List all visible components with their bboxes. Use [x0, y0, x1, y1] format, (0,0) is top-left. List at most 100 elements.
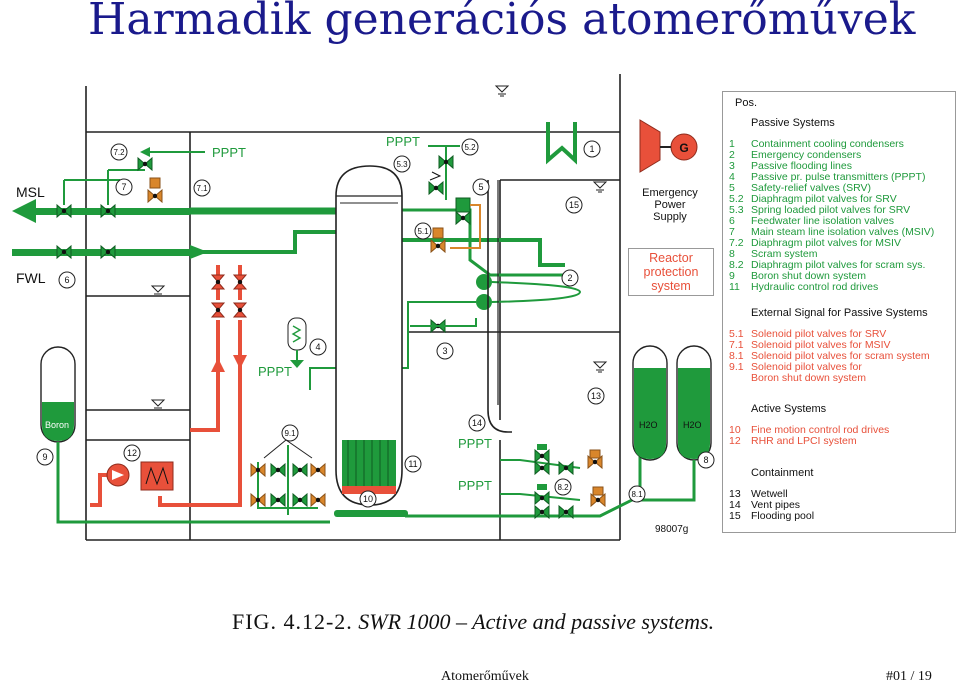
generator-label: G — [679, 141, 688, 155]
legend-item-number: 8.2 — [729, 259, 744, 271]
scram-valve-icon — [558, 461, 574, 475]
callout-label: 9.1 — [284, 429, 296, 438]
callout-label: 8 — [703, 455, 708, 465]
legend-item-number: 5.3 — [729, 204, 744, 216]
callout-circle — [309, 338, 327, 356]
pilot-valve-icon — [137, 157, 153, 171]
callout-circle — [583, 140, 601, 158]
pppt-label: PPPT — [386, 134, 420, 149]
pppt-label: PPPT — [212, 145, 246, 160]
pppt-label: PPPT — [258, 364, 292, 379]
legend-item: 8.2 Diaphragm pilot valves for scram sys. — [729, 260, 925, 271]
callout-label: 5.1 — [417, 227, 429, 236]
msl-label: MSL — [16, 184, 45, 200]
legend-item-text: Passive pr. pulse transmitters (PPPT) — [751, 171, 926, 183]
callout-label: 8.1 — [631, 490, 643, 499]
legend-item-number: 4 — [729, 171, 735, 183]
footer-page-number: #01 / 19 — [886, 669, 932, 684]
callout-label: 5.3 — [396, 160, 408, 169]
legend-pos-header: Pos. — [735, 97, 758, 109]
scram-solenoid-valve-icon — [590, 493, 606, 507]
callout-circle — [58, 271, 76, 289]
callout-circle — [587, 387, 605, 405]
legend-item-number: 8.1 — [729, 350, 744, 362]
figure-caption: FIG. 4.12-2. SWR 1000 – Active and passi… — [232, 609, 714, 635]
containment-structure — [85, 74, 621, 541]
srv-valve-icon — [455, 211, 471, 225]
legend-item-number: 9 — [729, 270, 735, 282]
callout-label: 10 — [363, 494, 373, 504]
legend-item: Boron shut down system — [729, 373, 866, 384]
callout-circle — [436, 342, 454, 360]
legend-item-number: 5.1 — [729, 328, 744, 340]
legend-item-number: 2 — [729, 149, 735, 161]
containment-cooling-condenser — [546, 122, 577, 165]
callout-circle — [468, 414, 486, 432]
legend-item-number: 3 — [729, 160, 735, 172]
legend-item-number: 9.1 — [729, 361, 744, 373]
legend-item-text: Feedwater line isolation valves — [751, 215, 894, 227]
callout-circle — [110, 143, 128, 161]
vent-pipe — [487, 180, 512, 433]
legend-item-number: 8 — [729, 248, 735, 260]
legend-item: 5.1 Solenoid pilot valves for SRV — [729, 329, 886, 340]
callout-label: 4 — [315, 342, 320, 352]
callout-label: 15 — [569, 200, 579, 210]
reactor-protection-line: protection — [643, 265, 699, 279]
legend-item-text: Passive flooding lines — [751, 160, 852, 172]
legend-item-number: 12 — [729, 435, 741, 447]
callout-circle — [359, 490, 377, 508]
boron-valve-icon — [292, 463, 308, 477]
legend-item: 3 Passive flooding lines — [729, 161, 852, 172]
legend-item-number: 1 — [729, 138, 735, 150]
callout-circle — [565, 196, 583, 214]
legend-item-text: Diaphragm pilot valves for MSIV — [751, 237, 901, 249]
boron-valve-icon — [292, 493, 308, 507]
legend-item-text: Solenoid pilot valves for — [751, 361, 862, 373]
callout-circle — [697, 451, 715, 469]
rhr-heat-exchanger — [140, 461, 174, 491]
legend-passive-heading: Passive Systems — [751, 117, 835, 129]
legend-item-text: Flooding pool — [751, 510, 815, 522]
callout-label: 5.2 — [464, 143, 476, 152]
water-level-icon — [593, 361, 607, 373]
legend-item-text: Main steam line isolation valves (MSIV) — [751, 226, 935, 238]
legend-item-text: Solenoid pilot valves for SRV — [751, 328, 887, 340]
callout-circle — [36, 448, 54, 466]
scram-pilot-valve-icon — [534, 449, 550, 463]
callout-circle — [472, 178, 490, 196]
legend-item-text: Scram system — [751, 248, 818, 260]
h2o-label: H2O — [683, 420, 702, 430]
srv-spring-valve-icon — [428, 181, 444, 195]
legend-item-number: 7.1 — [729, 339, 744, 351]
callout-circle — [554, 478, 572, 496]
callout-label: 7.2 — [113, 148, 125, 157]
legend-item-text: Diaphragm pilot valves for SRV — [751, 193, 897, 205]
callout-label: 7 — [121, 182, 126, 192]
callout-circle — [193, 179, 211, 197]
callout-label: 2 — [567, 273, 572, 283]
legend-external-heading: External Signal for Passive Systems — [751, 307, 928, 319]
legend-item-text: Boron shut down system — [751, 372, 866, 384]
callout-circle — [461, 138, 479, 156]
slide-title: Harmadik generációs atomerőművek — [88, 0, 916, 45]
callout-label: 14 — [472, 418, 482, 428]
rhr-lpci-lines — [90, 265, 247, 507]
callout-circle — [404, 455, 422, 473]
water-level-icon — [593, 181, 607, 193]
legend-item-text: Diaphragm pilot valves for scram sys. — [751, 259, 926, 271]
emergency-generator — [639, 119, 698, 173]
rhr-valve-icon — [211, 302, 225, 318]
rhr-valve-icon — [233, 274, 247, 290]
caption-text: SWR 1000 – Active and passive systems. — [358, 609, 715, 634]
callout-label: 3 — [442, 346, 447, 356]
scram-pilot-valve-icon — [534, 491, 550, 505]
legend-item-number: 7 — [729, 226, 735, 238]
callout-label: 7.1 — [196, 184, 208, 193]
callout-circle — [123, 444, 141, 462]
